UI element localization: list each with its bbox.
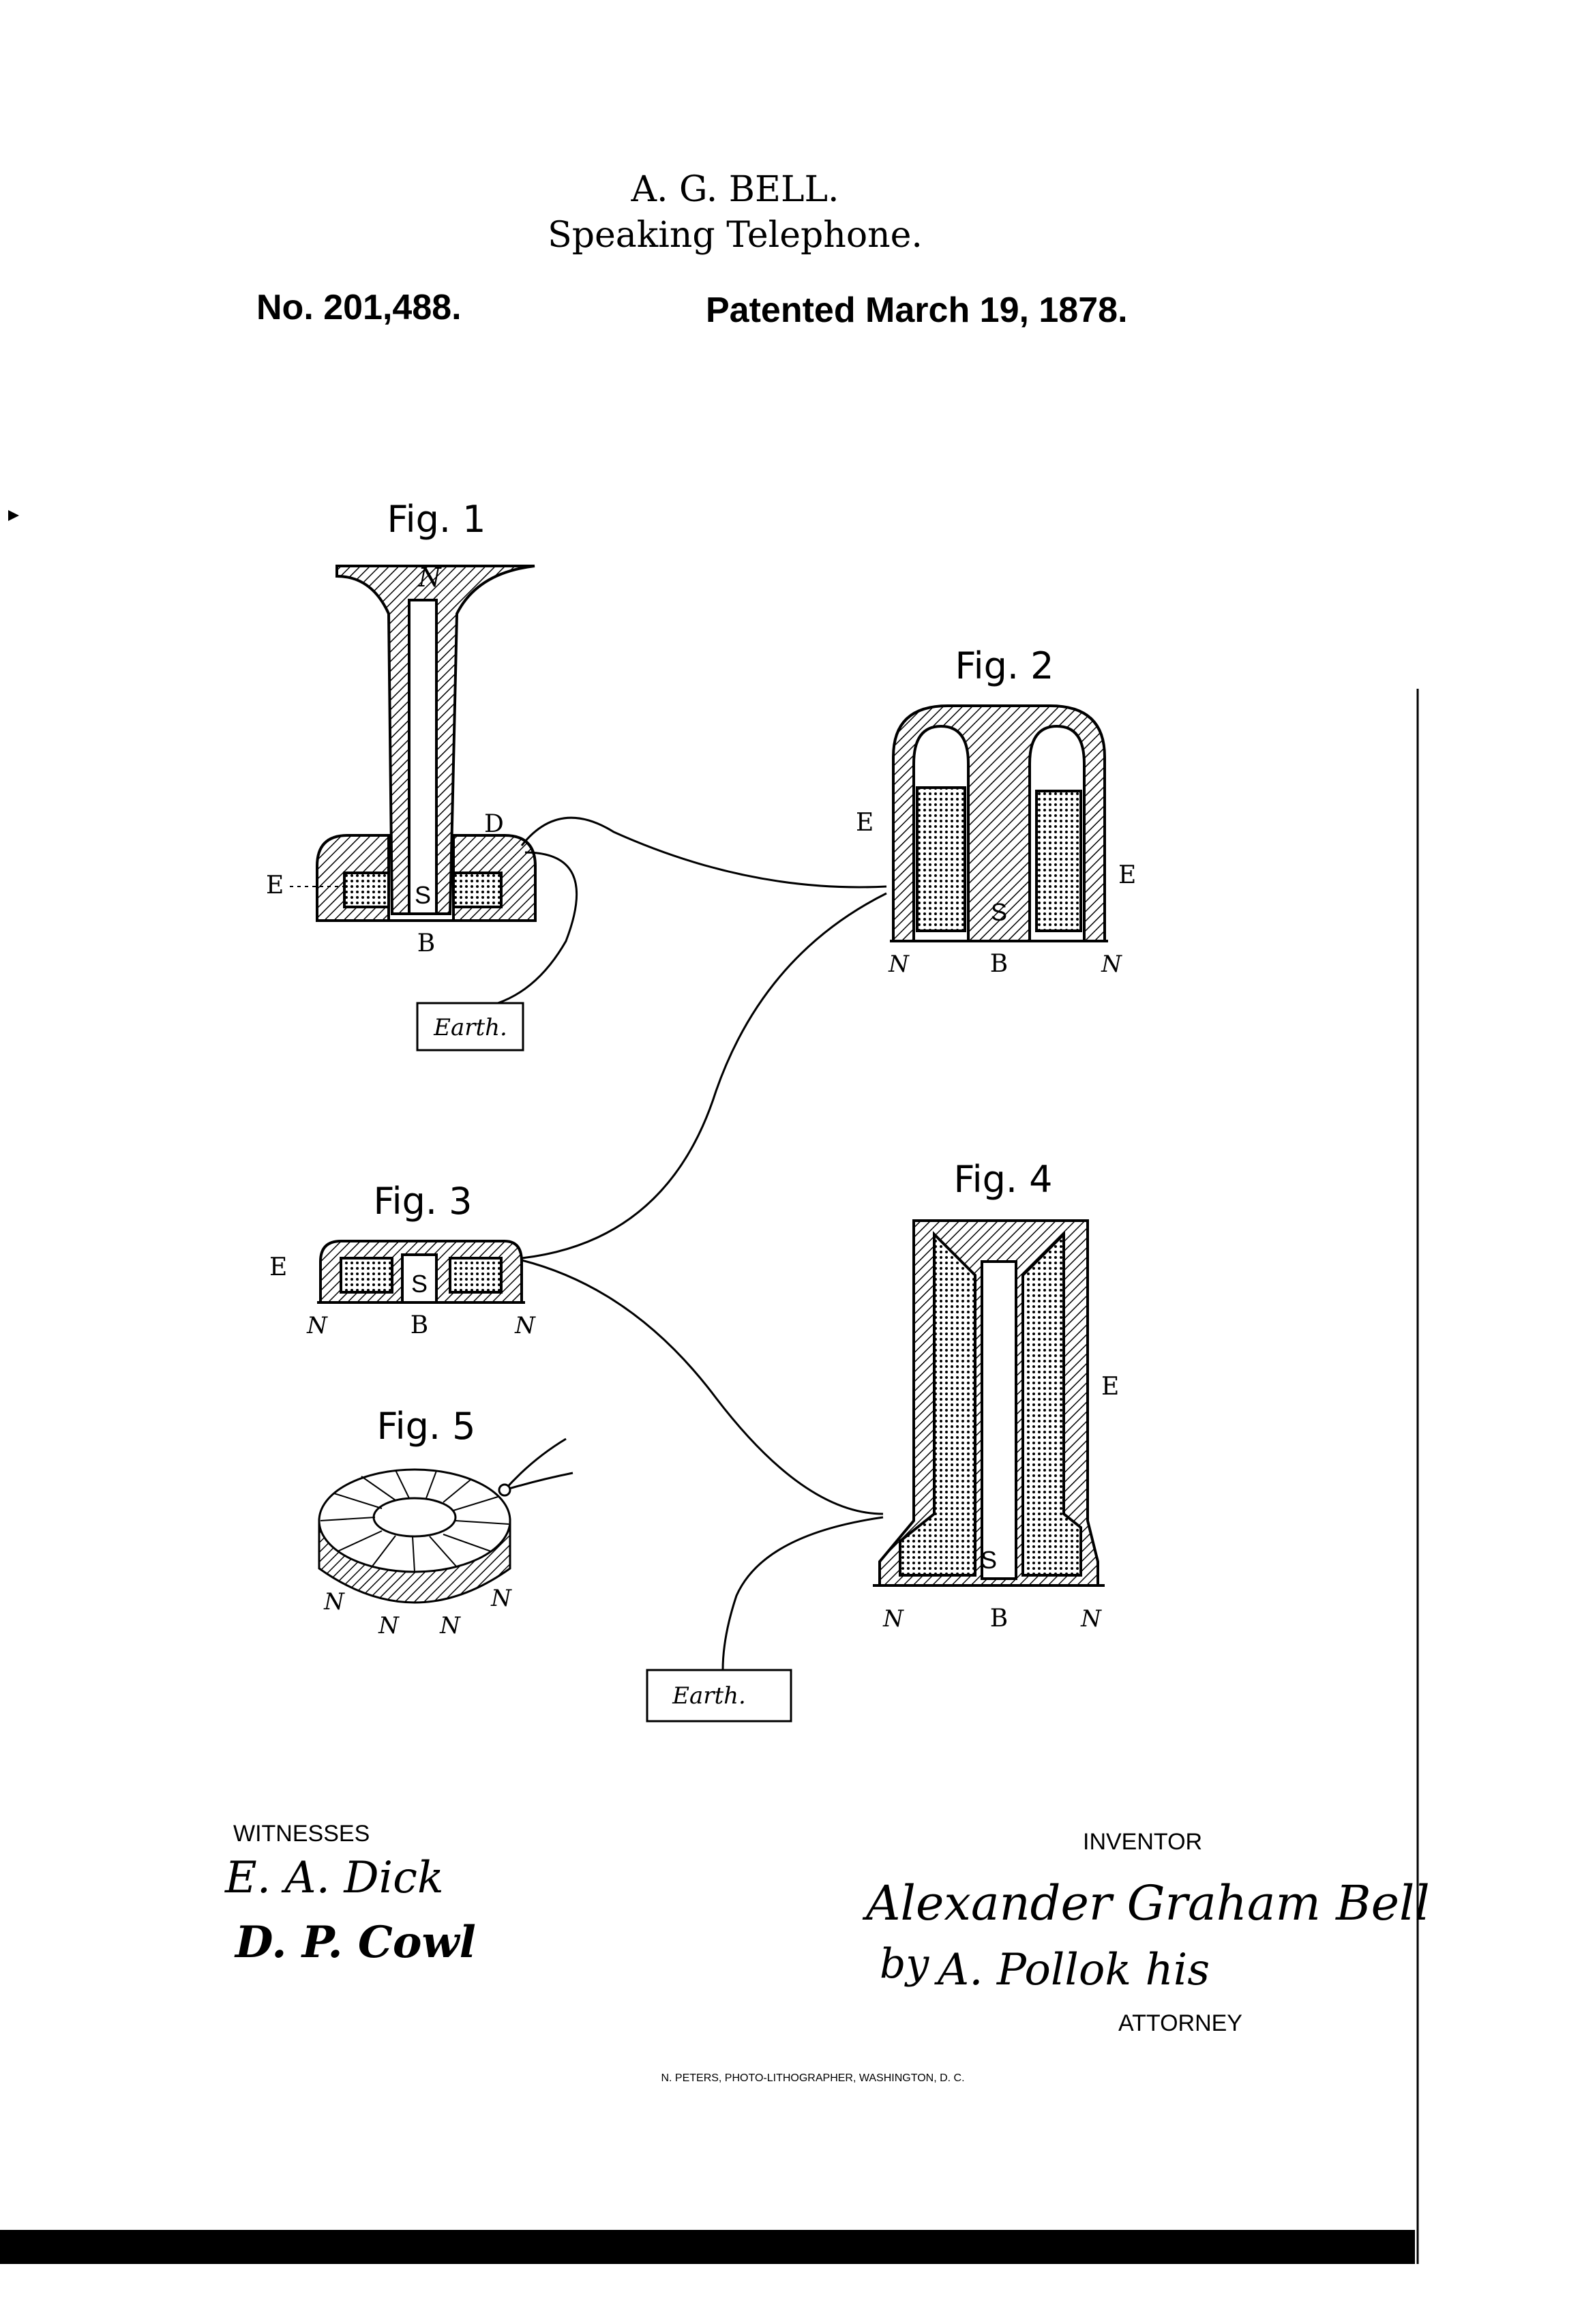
earth-box-2: Earth. [646, 1669, 792, 1723]
header: A. G. BELL. Speaking Telephone. No. 201,… [256, 169, 1128, 330]
by-label: by [880, 1940, 929, 1988]
footer: WITNESSES E. A. Dick D. P. Cowl INVENTOR… [224, 1821, 1430, 2084]
fig4-letter-n-left: N [882, 1605, 904, 1633]
fig2-letter-e-left: E [856, 809, 874, 837]
fig1-letter-d: D [484, 810, 504, 838]
witness-signature-1: E. A. Dick [224, 1853, 444, 1903]
fig5-letter-n1: N [323, 1588, 345, 1615]
figure-4: Fig. 4 E S N B N [873, 1158, 1119, 1633]
earth-label-1: Earth. [433, 1014, 507, 1041]
margin-mark [8, 510, 19, 521]
wires [497, 816, 887, 1671]
fig2-letter-n-left: N [888, 951, 910, 978]
fig1-letter-n: N [417, 563, 442, 593]
witnesses-label: WITNESSES [233, 1821, 370, 1847]
figure-2: Fig. 2 E E S N B N [856, 644, 1136, 978]
fig2-magnet [892, 704, 1106, 942]
fig1-letter-s: S [415, 881, 431, 909]
fig1-core [408, 599, 438, 915]
fig2-label: Fig. 2 [955, 644, 1054, 687]
wire-fig1-earth [497, 851, 578, 1004]
fig3-letter-s: S [411, 1270, 428, 1298]
fig5-letter-n3: N [439, 1612, 461, 1639]
attorney-signature: A. Pollok his [934, 1945, 1210, 1995]
fig4-core [981, 1260, 1017, 1580]
fig4-coil [899, 1231, 1082, 1577]
earth-label-2: Earth. [672, 1682, 746, 1710]
patent-number: No. 201,488. [256, 288, 462, 327]
lithographer-credit: N. PETERS, PHOTO-LITHOGRAPHER, WASHINGTO… [661, 2072, 964, 2084]
fig1-coil-left [343, 872, 390, 908]
fig2-letter-s: S [991, 898, 1007, 926]
fig5-label: Fig. 5 [376, 1405, 475, 1448]
fig3-coil-left [340, 1257, 393, 1294]
figure-5: Fig. 5 N N N N [318, 1405, 573, 1639]
inventor-name: A. G. BELL. [630, 169, 839, 210]
wire-fig4-earth [721, 1516, 884, 1671]
figure-1: Fig. 1 N D E S B [266, 498, 537, 957]
fig4-letter-e: E [1101, 1373, 1119, 1401]
fig2-letter-b: B [990, 950, 1008, 978]
fig3-letter-n-right: N [514, 1312, 536, 1339]
fig2-coil-left [916, 786, 966, 932]
fig4-letter-b: B [990, 1605, 1008, 1633]
scan-bottom-bar [0, 2230, 1415, 2264]
fig3-letter-e: E [269, 1253, 287, 1281]
fig1-letter-b: B [417, 929, 435, 957]
fig3-coil-right [449, 1257, 503, 1294]
fig2-letter-n-right: N [1101, 951, 1122, 978]
fig3-letter-b: B [411, 1311, 428, 1339]
fig1-letter-e: E [266, 872, 284, 899]
fig2-letter-e-right: E [1118, 861, 1136, 889]
fig4-letter-n-right: N [1080, 1605, 1102, 1633]
fig5-letter-n4: N [490, 1585, 512, 1612]
fig1-coil-right [452, 872, 503, 908]
figure-3: Fig. 3 E S N B N [269, 1180, 536, 1339]
fig5-letter-n2: N [378, 1612, 400, 1639]
fig4-label: Fig. 4 [953, 1158, 1052, 1201]
wire-fig2-fig3 [521, 892, 887, 1260]
fig4-letter-s: S [981, 1546, 997, 1574]
wire-fig3-fig4 [521, 1259, 884, 1515]
earth-box-1: Earth. [416, 1002, 524, 1052]
fig1-label: Fig. 1 [387, 498, 486, 541]
fig3-letter-n-left: N [306, 1312, 328, 1339]
inventor-signature: Alexander Graham Bell [862, 1875, 1430, 1931]
wire-fig1-fig2 [520, 816, 887, 889]
inventor-label: INVENTOR [1083, 1829, 1202, 1855]
fig2-coil-right [1035, 790, 1082, 932]
fig5-ring-hole [372, 1497, 457, 1538]
attorney-label: ATTORNEY [1118, 2010, 1242, 2036]
fig5-windings [320, 1470, 509, 1573]
patent-title: Speaking Telephone. [548, 215, 923, 256]
fig3-label: Fig. 3 [373, 1180, 472, 1223]
witness-signature-2: D. P. Cowl [234, 1917, 476, 1968]
patent-date: Patented March 19, 1878. [706, 290, 1128, 330]
